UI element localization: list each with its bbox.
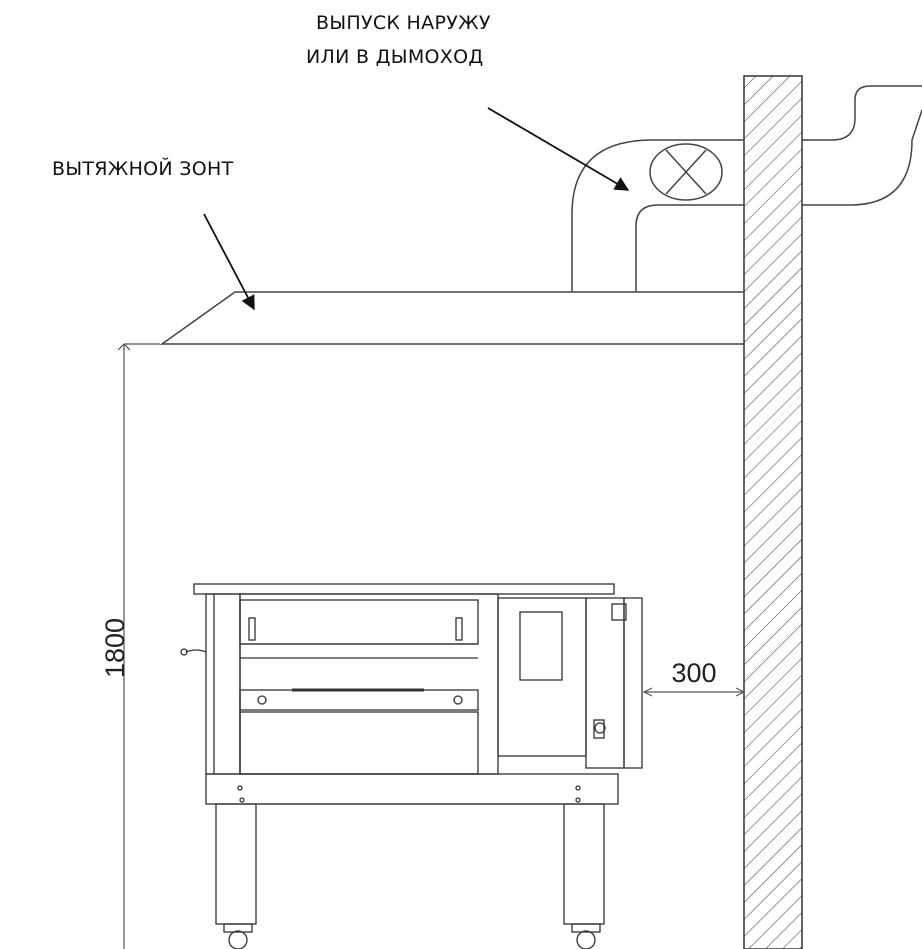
extraction-hood: [159, 291, 744, 345]
wall-gap-dimension-value: 300: [671, 658, 716, 688]
hood-callout-arrow: [203, 213, 255, 311]
exhaust-outlet-label-line2: ИЛИ В ДЫМОХОД: [306, 46, 484, 68]
exhaust-outlet-label-line1: ВЫПУСК НАРУЖУ: [316, 12, 491, 34]
height-dimension: [117, 343, 160, 949]
exhaust-callout-arrow: [487, 107, 630, 191]
conveyor-oven: [180, 583, 643, 949]
wall: [743, 75, 803, 949]
exhaust-duct: [571, 85, 922, 292]
height-dimension-value: 1800: [100, 618, 130, 678]
wall-gap-dimension: [642, 687, 746, 697]
hood-label: ВЫТЯЖНОЙ ЗОНТ: [52, 158, 234, 180]
fan-icon: [649, 143, 723, 201]
